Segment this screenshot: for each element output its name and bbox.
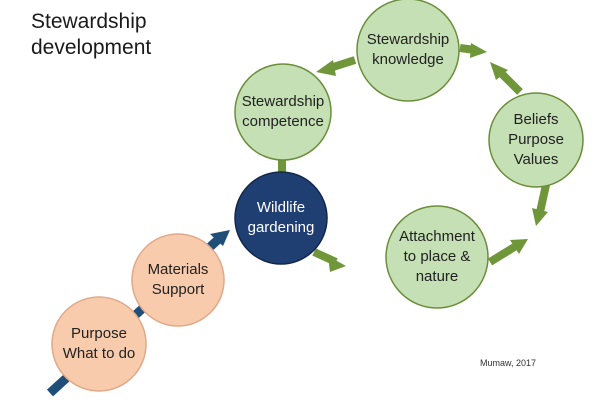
- arrow-wildlife-to-attachment: [312, 248, 346, 272]
- arrow-knowledge-to-beliefs: [490, 62, 523, 95]
- title-line-2: development: [31, 36, 152, 59]
- arrow-into-knowledge-right: [459, 43, 487, 58]
- node-materials: [131, 233, 225, 327]
- arrow-knowledge-to-competence: [316, 56, 357, 76]
- node-attachment: [385, 205, 489, 309]
- node-beliefs: [488, 92, 584, 188]
- node-purpose: [51, 296, 147, 392]
- arrow-beliefs-to-attachment-outer: [532, 184, 550, 226]
- arrowhead-to-wildlife: [210, 230, 230, 246]
- node-competence: [234, 63, 332, 161]
- arrow-attachment-to-beliefs: [487, 239, 528, 266]
- node-knowledge: [356, 0, 460, 102]
- credit-text: Mumaw, 2017: [480, 358, 537, 368]
- title-line-1: Stewardship: [31, 10, 147, 33]
- node-wildlife: [234, 171, 328, 265]
- diagram-title: Stewardship development: [31, 9, 151, 61]
